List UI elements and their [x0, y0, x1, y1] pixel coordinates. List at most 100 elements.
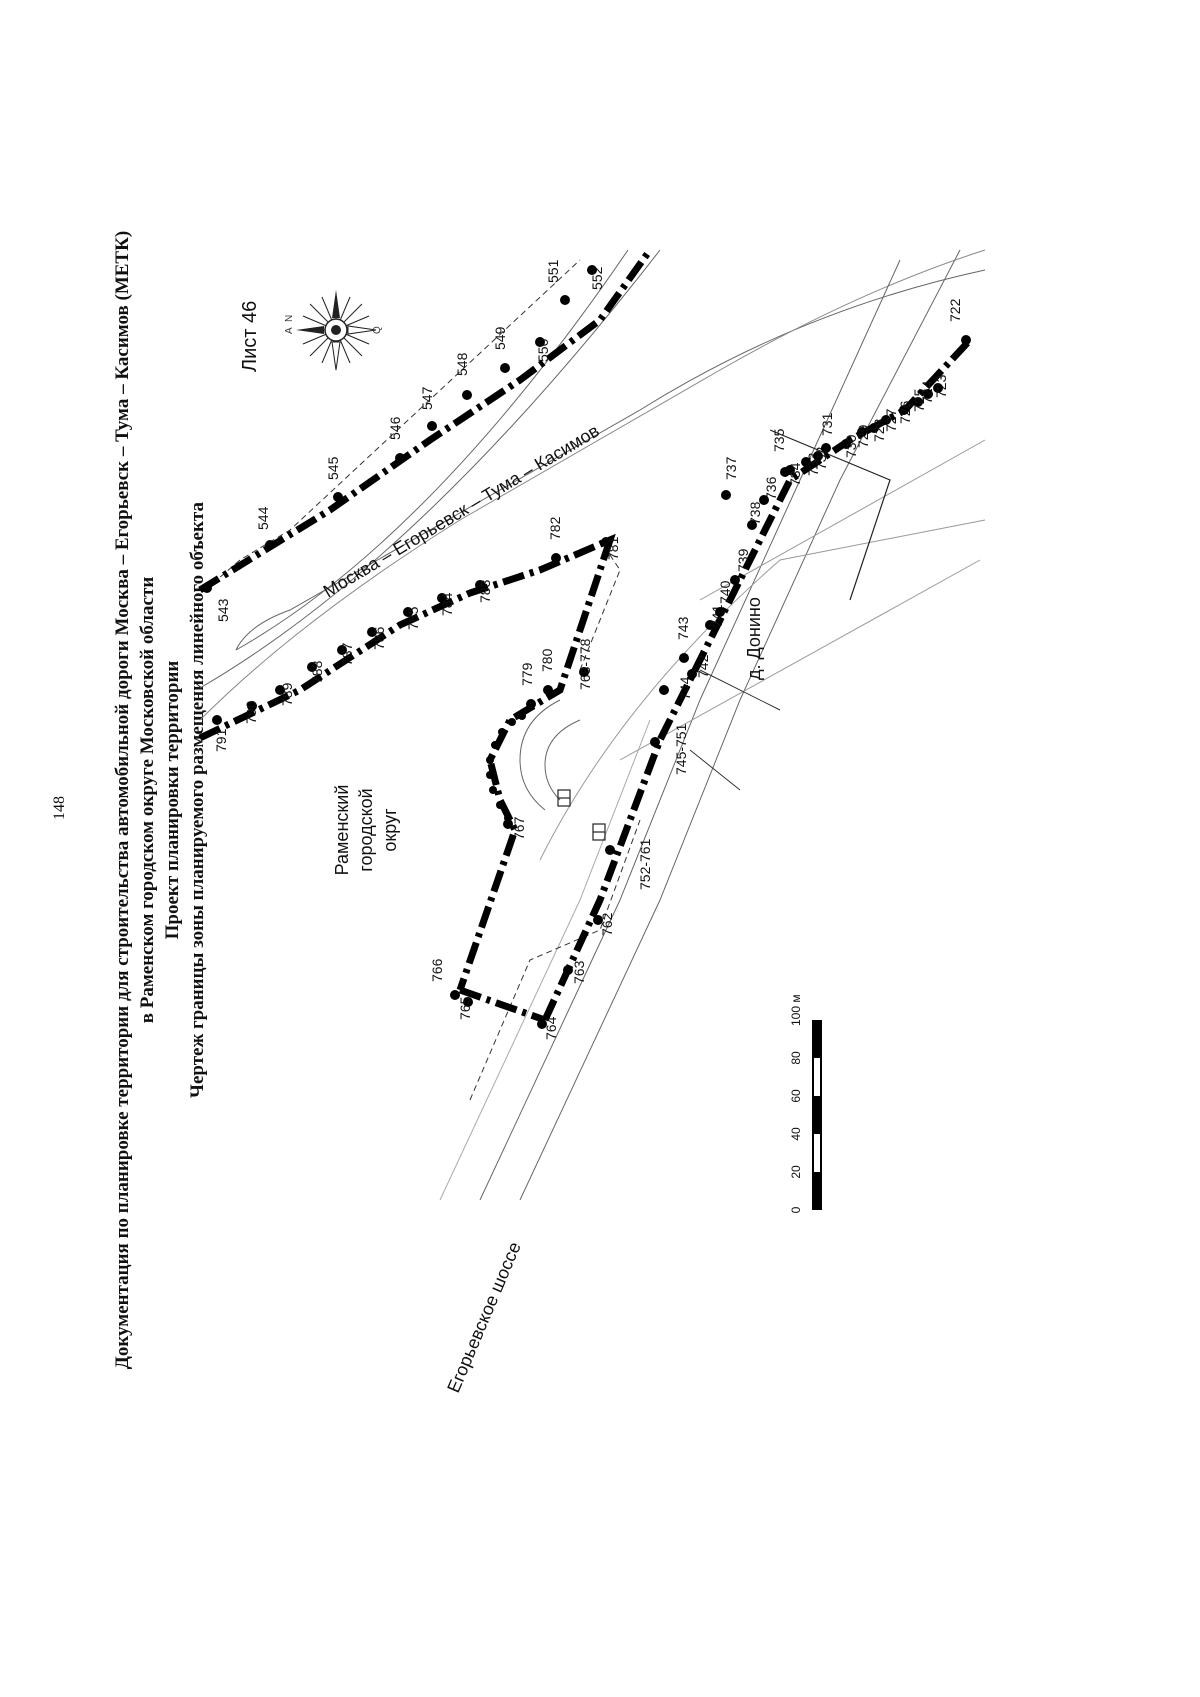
boundary-point-label: 762	[599, 912, 615, 936]
boundary-point-marker	[462, 390, 472, 400]
boundary-point-label: 783	[477, 579, 493, 603]
boundary-point-marker	[933, 383, 943, 393]
boundary-point-marker	[821, 443, 831, 453]
boundary-point-label: 766	[429, 958, 445, 982]
boundary-point-marker	[587, 265, 597, 275]
boundary-point-label: 734	[787, 462, 803, 486]
district-label-line-2: городской	[356, 788, 376, 871]
page-number: 148	[51, 796, 68, 820]
title-line-3: Проект планировки территории	[162, 661, 183, 940]
compass-letter: Q	[372, 326, 383, 334]
boundary-point-marker	[551, 553, 561, 563]
boundary-point-label: 738	[747, 501, 763, 525]
boundary-point-label: 744	[677, 676, 693, 700]
boundary-point-marker	[275, 685, 285, 695]
boundary-point-marker	[265, 540, 275, 550]
boundary-point-label: 781	[605, 536, 621, 560]
scale-tick-label: 20	[789, 1165, 803, 1179]
boundary-point-label: 545	[325, 456, 341, 480]
boundary-point-label: 737	[723, 456, 739, 480]
boundary-point-marker	[813, 451, 823, 461]
compass-letter: N	[284, 315, 295, 322]
scale-tick-label: 40	[789, 1127, 803, 1141]
boundary-point-marker	[503, 819, 513, 829]
boundary-point-marker	[526, 699, 536, 709]
boundary-point-label: 740	[717, 580, 733, 604]
boundary-point-marker	[593, 915, 603, 925]
scale-tick-label: 80	[789, 1051, 803, 1065]
title-line-4: Чертеж границы зоны планируемого размеще…	[187, 502, 208, 1098]
boundary-point-marker	[367, 627, 377, 637]
boundary-point-label: 551	[545, 259, 561, 283]
boundary-point-label: 552	[589, 266, 605, 290]
scale-tick-label: 60	[789, 1089, 803, 1103]
boundary-point-marker	[721, 490, 731, 500]
village-label: д. Донино	[744, 597, 764, 680]
boundary-point-label: 790	[243, 700, 259, 724]
title-line-1: Документация по планировке территории дл…	[112, 231, 133, 1369]
boundary-point-marker	[730, 575, 740, 585]
boundary-point-label: 549	[492, 326, 508, 350]
boundary-point-marker	[463, 997, 473, 1007]
boundary-point-marker	[650, 737, 660, 747]
loop-points	[486, 712, 526, 822]
boundary-point-label: 546	[387, 416, 403, 440]
boundary-point-label: 735	[771, 428, 787, 452]
boundary-line-east	[541, 337, 973, 1022]
boundary-point-marker	[687, 669, 697, 679]
boundary-point-label: 726	[897, 400, 913, 424]
compass-rose-icon	[296, 290, 377, 371]
boundary-point-marker	[563, 965, 573, 975]
boundary-line-south	[458, 986, 547, 1024]
boundary-point-label: 779	[519, 662, 535, 686]
boundary-point-label: 763	[571, 960, 587, 984]
boundary-point-marker	[395, 453, 405, 463]
boundary-point-marker	[659, 685, 669, 695]
boundary-point-marker	[801, 457, 811, 467]
boundary-point-marker	[202, 583, 212, 593]
boundary-point-marker	[537, 1019, 547, 1029]
boundary-point-label: 722	[947, 298, 963, 322]
boundary-point-marker	[579, 667, 589, 677]
boundary-line-north	[198, 247, 653, 593]
boundary-point-label: 784	[439, 592, 455, 616]
boundary-point-marker	[679, 653, 689, 663]
boundary-point-label: 547	[419, 386, 435, 410]
boundary-point-label: 780	[539, 648, 555, 672]
boundary-point-label: 544	[255, 506, 271, 530]
boundary-point-marker	[212, 715, 222, 725]
boundary-point-marker	[337, 645, 347, 655]
boundary-point-label: 745-751	[673, 723, 689, 775]
boundary-point-marker	[715, 607, 725, 617]
boundary-point-label: 782	[547, 516, 563, 540]
boundary-point-label: 731	[819, 412, 835, 436]
boundary-point-label: 739	[735, 548, 751, 572]
boundary-point-marker	[307, 662, 317, 672]
road-network	[199, 249, 986, 1201]
boundary-point-label: 787	[339, 642, 355, 666]
road-label: Егорьевское шоссе	[443, 1239, 525, 1395]
boundary-point-label: 742	[695, 654, 711, 678]
boundary-point-marker	[427, 421, 437, 431]
boundary-point-label: 543	[215, 598, 231, 622]
boundary-point-label: 789	[279, 682, 295, 706]
boundary-point-marker	[913, 397, 923, 407]
boundary-point-label: 729	[855, 424, 871, 448]
boundary-point-label: 550	[535, 338, 551, 362]
boundary-point-marker	[247, 701, 257, 711]
boundary-point-label: 767	[511, 816, 527, 840]
boundary-point-marker	[881, 415, 891, 425]
boundary-point-label: 768-778	[577, 638, 593, 690]
boundary-point-marker	[500, 363, 510, 373]
boundary-point-label: 725	[911, 388, 927, 412]
boundary-point-label: 785	[405, 606, 421, 630]
compass-letter: A	[284, 327, 295, 334]
boundary-point-label: 730	[843, 434, 859, 458]
boundary-point-marker	[475, 580, 485, 590]
boundary-point-marker	[450, 990, 460, 1000]
boundary-point-marker	[601, 537, 611, 547]
boundary-point-marker	[869, 423, 879, 433]
boundary-point-marker	[605, 845, 615, 855]
